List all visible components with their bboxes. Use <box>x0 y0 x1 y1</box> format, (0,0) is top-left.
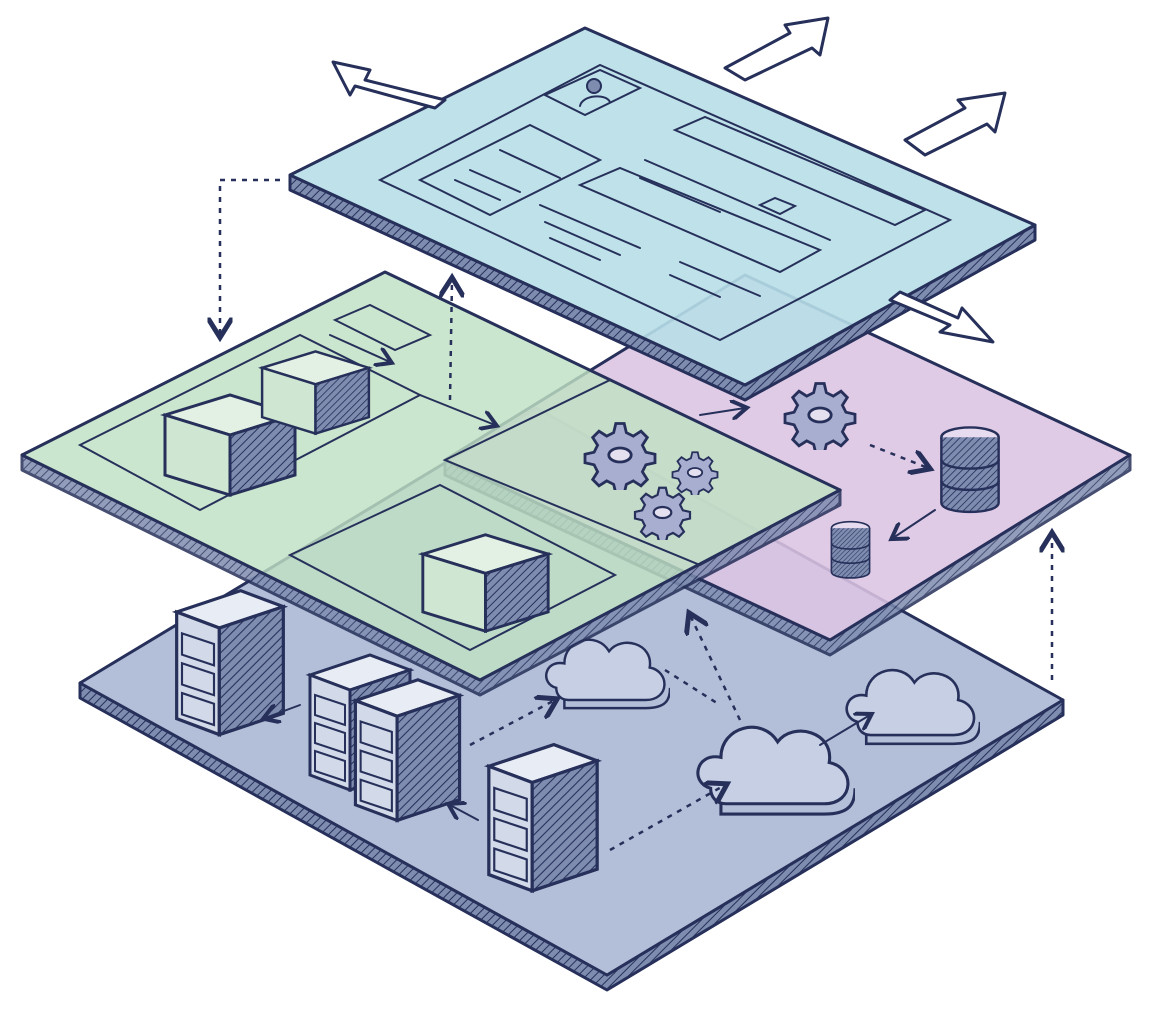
application-layer <box>20 270 843 697</box>
gear-icon <box>585 424 655 494</box>
arrow-icon <box>331 60 447 110</box>
text-lines-icon <box>454 149 831 298</box>
gear-icon <box>633 486 692 540</box>
box-icon <box>421 533 550 633</box>
server-rack-icon <box>487 742 599 893</box>
server-rack-icon <box>175 589 285 737</box>
outgoing-arrows <box>331 16 1007 344</box>
gear-icon <box>671 451 719 495</box>
user-profile-icon <box>579 78 611 107</box>
database-icon <box>939 425 1001 514</box>
server-rack-icon <box>353 678 462 823</box>
dashed-connector <box>220 178 280 335</box>
presentation-layer <box>288 26 1037 402</box>
box-icon <box>260 350 371 435</box>
arrow-icon <box>723 16 830 82</box>
arrow-icon <box>888 290 995 344</box>
database-icon <box>830 520 871 580</box>
gear-icon <box>785 384 855 454</box>
arrow-icon <box>903 91 1007 157</box>
